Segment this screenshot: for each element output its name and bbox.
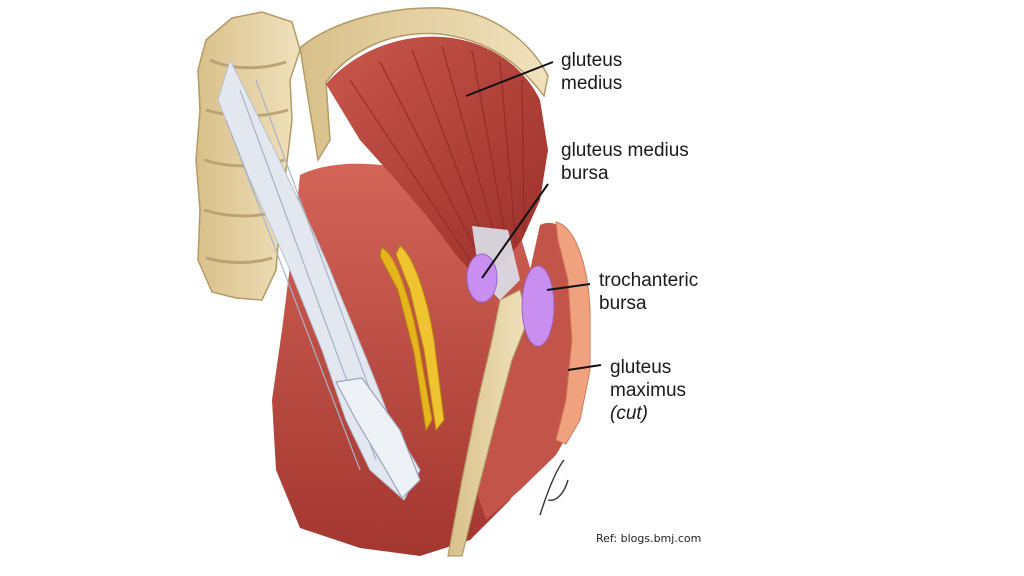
label-gluteus-maximus: gluteus maximus (cut) bbox=[610, 356, 686, 425]
label-gluteus-maximus-line2: maximus bbox=[610, 380, 687, 401]
label-gluteus-maximus-line3: (cut) bbox=[610, 403, 648, 424]
sciatic-nerve bbox=[379, 247, 433, 432]
label-trochanteric-bursa: trochanteric bursa bbox=[599, 269, 698, 315]
label-gluteus-medius: gluteus medius bbox=[561, 49, 622, 95]
iliac-crest bbox=[299, 7, 549, 163]
reference-citation: Ref: blogs.bmj.com bbox=[596, 532, 702, 545]
label-trochanteric-bursa-line1: trochanteric bbox=[599, 270, 699, 291]
label-gluteus-maximus-line1: gluteus bbox=[610, 357, 672, 378]
label-gluteus-medius-bursa-line1: gluteus medius bbox=[561, 140, 689, 161]
leader-line-gluteus-medius-bursa bbox=[481, 183, 549, 279]
hamstring-tendons bbox=[335, 377, 421, 499]
gluteus-medius-muscle bbox=[326, 36, 548, 275]
label-gluteus-medius-line2: medius bbox=[561, 73, 623, 94]
leader-line-trochanteric-bursa bbox=[546, 283, 591, 291]
label-gluteus-medius-bursa-line2: bursa bbox=[561, 163, 609, 184]
label-gluteus-medius-line1: gluteus bbox=[561, 50, 623, 71]
artist-signature bbox=[539, 459, 569, 516]
gluteus-maximus-cut-surface bbox=[555, 221, 591, 445]
leader-line-gluteus-medius bbox=[465, 61, 554, 97]
gluteus-maximus-muscle bbox=[470, 222, 588, 520]
label-gluteus-medius-bursa: gluteus medius bursa bbox=[561, 139, 689, 185]
trochanteric-bursa bbox=[521, 265, 555, 347]
leader-line-gluteus-maximus bbox=[567, 364, 602, 371]
label-trochanteric-bursa-line2: bursa bbox=[599, 293, 647, 314]
